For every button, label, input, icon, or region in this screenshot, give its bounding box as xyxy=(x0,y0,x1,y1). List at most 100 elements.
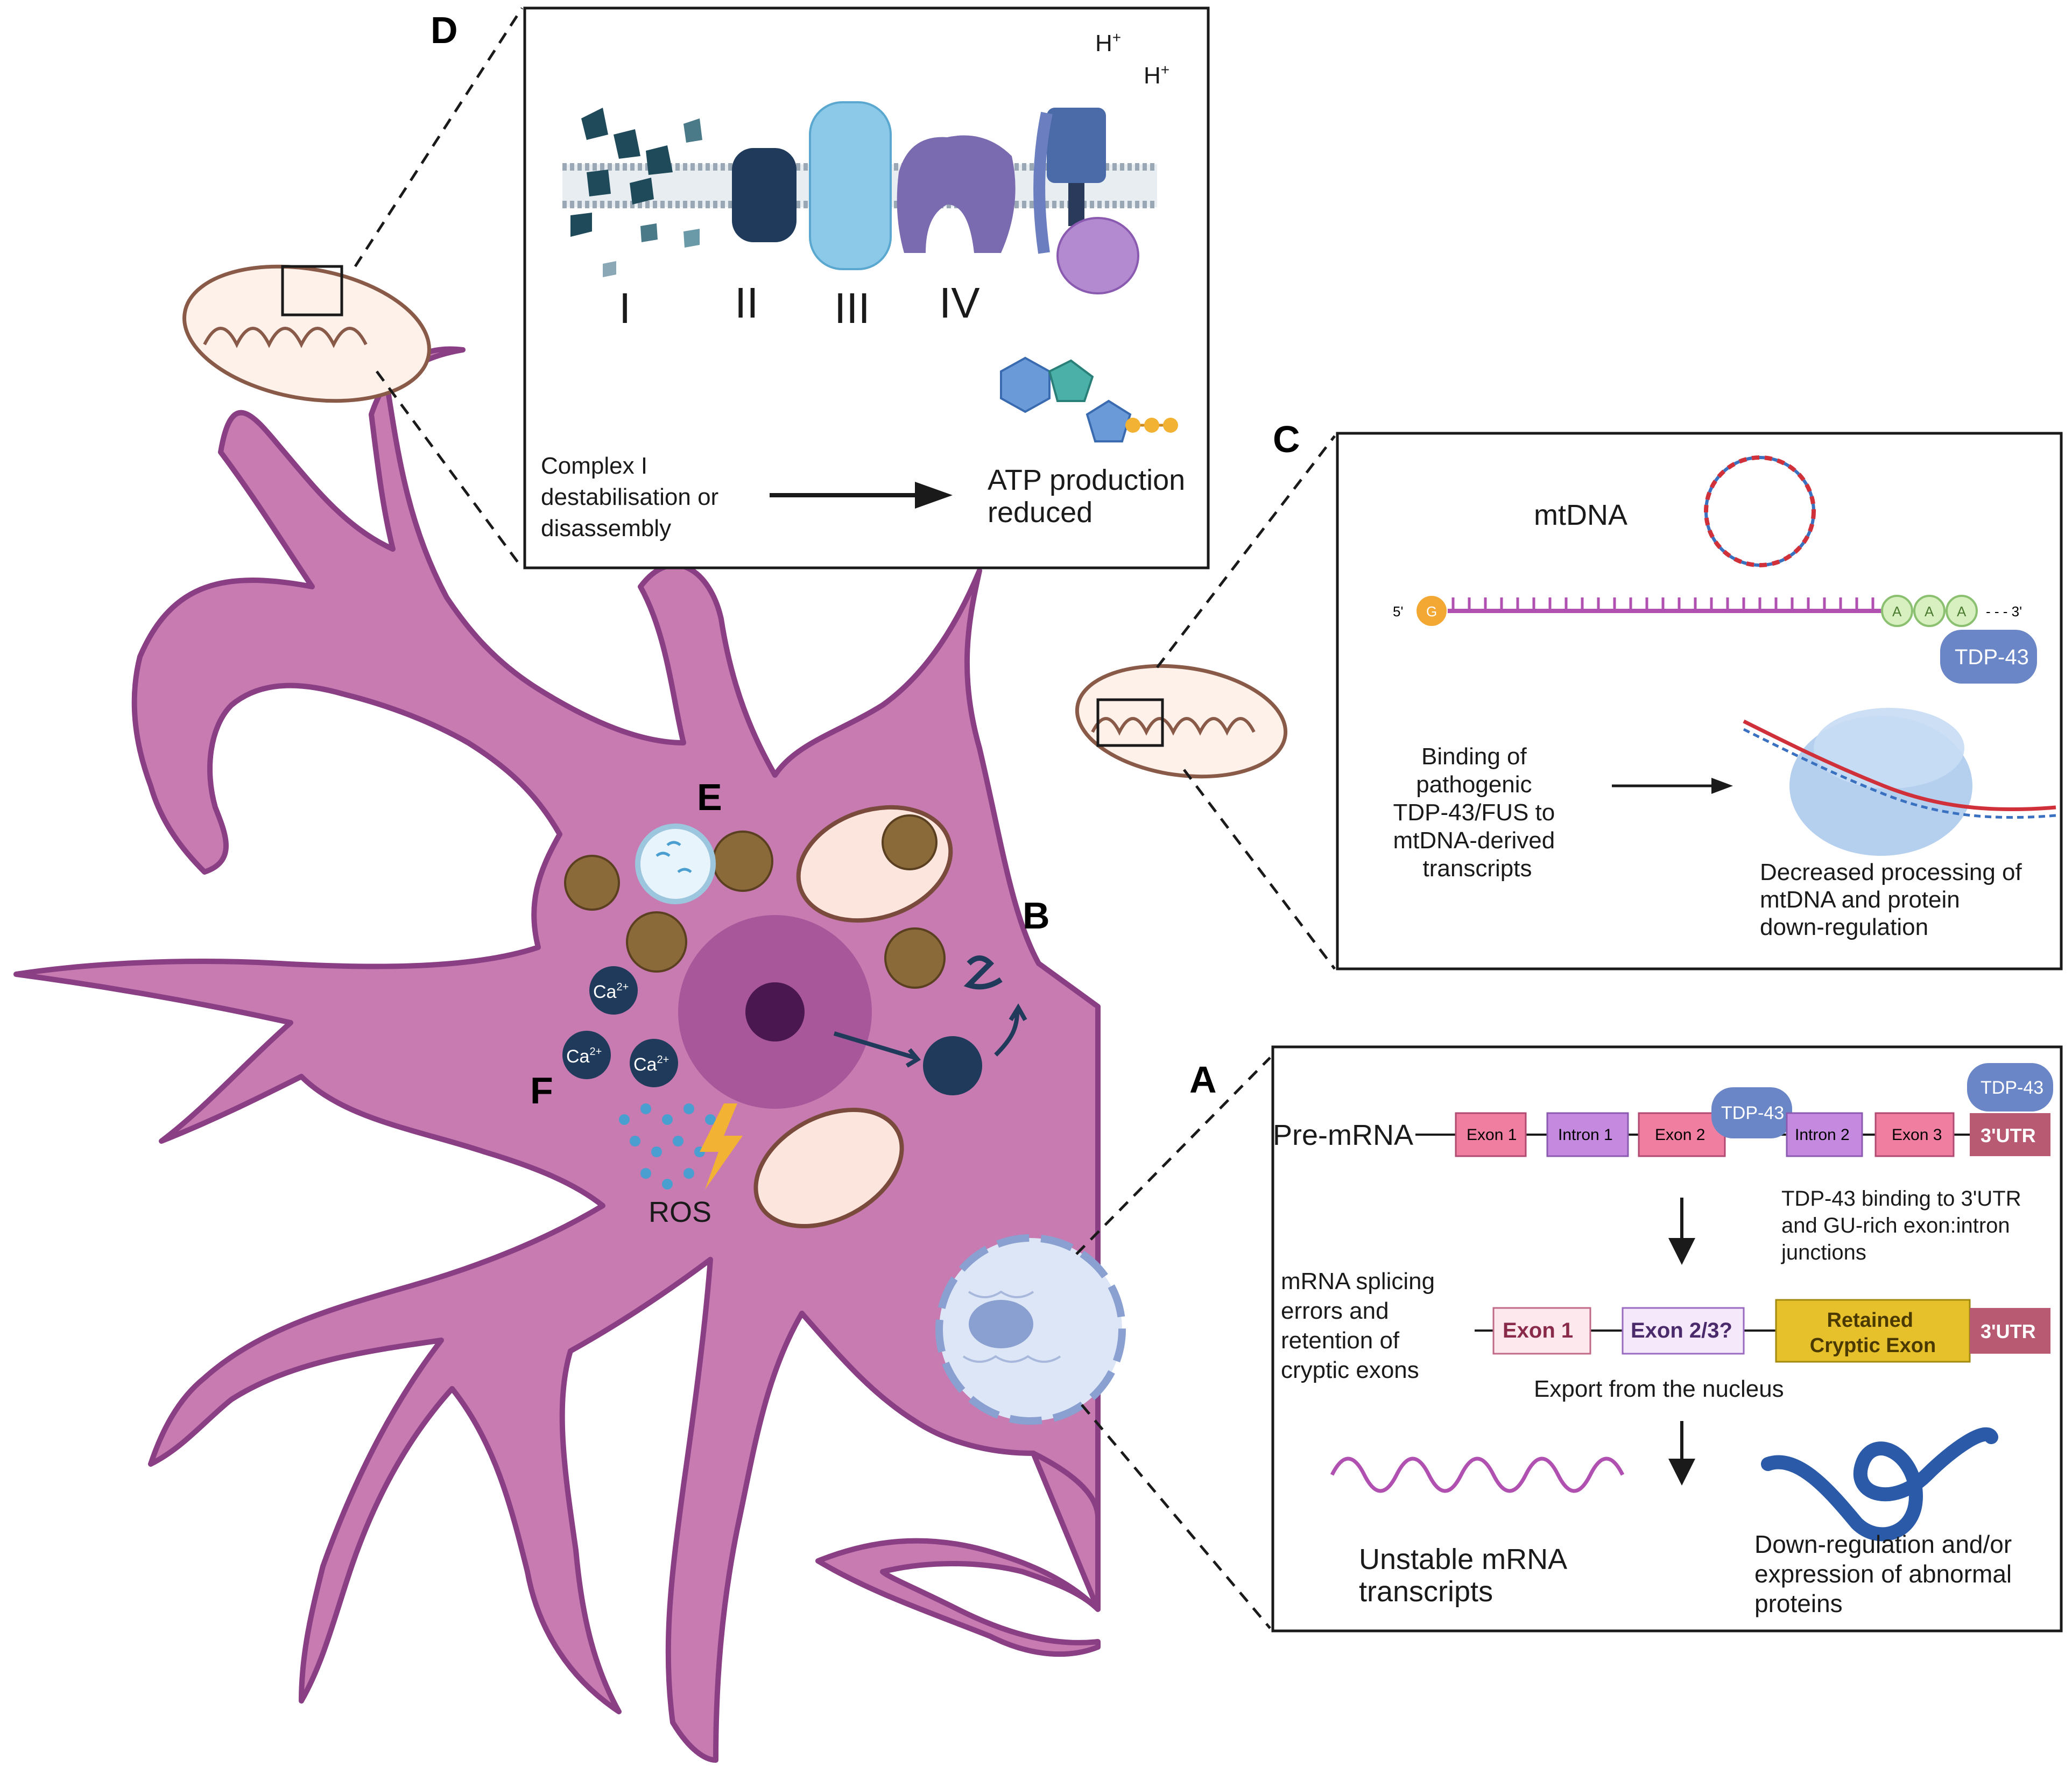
aggregates xyxy=(564,831,946,989)
mrna-ticks xyxy=(1451,597,1874,611)
exon-3 xyxy=(1874,1112,1955,1157)
complex-label-IV: IV xyxy=(939,279,980,327)
vesicle xyxy=(635,824,716,904)
ca-label: Ca2+ xyxy=(566,1046,602,1067)
three-prime-label: - - - 3' xyxy=(1986,603,2022,620)
ros-particles xyxy=(619,1103,716,1190)
nucleolus xyxy=(745,982,805,1042)
zoom-line-C xyxy=(1156,435,1336,669)
svg-text:Exon 3: Exon 3 xyxy=(1892,1126,1942,1144)
panel-letter-A: A xyxy=(1189,1059,1217,1101)
neuron xyxy=(13,346,1101,1763)
polyA-label: A xyxy=(1925,603,1934,620)
abnormal-protein-icon xyxy=(1761,1427,1998,1542)
calcium-ion xyxy=(630,1039,678,1087)
svg-text:Intron 1: Intron 1 xyxy=(1558,1126,1613,1144)
complex-III xyxy=(809,101,892,270)
mtdna-circle-icon xyxy=(1704,455,1816,567)
intron-2 xyxy=(1786,1112,1863,1157)
export-label: Export from the nucleus xyxy=(1534,1376,1784,1402)
complex-I-note: Complex I destabilisation or disassembly xyxy=(541,453,725,541)
protein-aggregate-cluster xyxy=(833,955,1027,1095)
polyA-label: A xyxy=(1892,603,1902,620)
calcium-ions: Ca2+ Ca2+ Ca2+ xyxy=(562,966,678,1087)
panel-letter-B: B xyxy=(1023,895,1050,937)
polyA-bead xyxy=(1881,595,1913,627)
aggregate xyxy=(626,911,687,973)
retained-cryptic-exon xyxy=(1775,1299,1971,1363)
zoom-line-A xyxy=(1081,1404,1271,1629)
aggregate xyxy=(712,831,773,892)
atp-molecule-icon xyxy=(1000,356,1178,442)
mature-exon-23-label: Exon 2/3? xyxy=(1631,1319,1732,1342)
utr-box xyxy=(1970,1113,2050,1156)
calcium-ion xyxy=(589,966,638,1015)
arrow-D-head xyxy=(915,482,953,509)
proton-label: H+ xyxy=(1095,29,1121,57)
mature-utr-label: 3'UTR xyxy=(1981,1320,2036,1342)
atp-synthase xyxy=(1033,108,1139,294)
exon-1 xyxy=(1455,1112,1527,1157)
cap xyxy=(1416,596,1447,626)
polyA-label: A xyxy=(1957,603,1967,620)
polyA-bead xyxy=(1913,595,1946,627)
downreg-note: Down-regulation and/or expression of abn… xyxy=(1754,1530,2019,1617)
polyA-bead xyxy=(1946,595,1978,627)
neuron-body xyxy=(13,346,1101,1763)
panel-letter-D: D xyxy=(431,9,458,51)
cap-label: G xyxy=(1426,603,1437,620)
arrow-C-head xyxy=(1711,778,1733,794)
unstable-mrna-icon xyxy=(1330,1457,1625,1493)
ca-label: Ca2+ xyxy=(633,1054,669,1075)
utr-label: 3'UTR xyxy=(1981,1124,2036,1146)
complex-label-III: III xyxy=(834,284,870,332)
atp-note: ATP production reduced xyxy=(988,464,1193,529)
lightning-icon xyxy=(700,1103,743,1190)
panel-letter-C: C xyxy=(1273,418,1300,460)
ros-label: ROS xyxy=(649,1196,711,1228)
ribosome-complex xyxy=(1743,708,2056,856)
panel-A: Pre-mRNA Exon 1 Intron 1 Exon 2 TDP-43 I… xyxy=(1271,1045,2063,1633)
mito-icon-C xyxy=(1075,664,1288,779)
aggregate xyxy=(564,855,620,911)
tdp43-badge-b xyxy=(1967,1063,2053,1111)
mitochondrion-lower xyxy=(753,1107,904,1229)
panel-D: H+ H+ I II III IV Complex I destabilisat… xyxy=(523,6,1210,569)
cryptic-label: Retained Cryptic Exon xyxy=(1810,1309,1936,1357)
complex-label-I: I xyxy=(619,284,631,332)
svg-text:Intron 2: Intron 2 xyxy=(1795,1126,1850,1144)
svg-text:Exon 2: Exon 2 xyxy=(1655,1126,1705,1144)
mitochondrion-upper xyxy=(796,805,953,923)
zoom-line-A xyxy=(1075,1057,1271,1255)
mtdna-label: mtDNA xyxy=(1534,499,1627,531)
tdp43-label-a: TDP-43 xyxy=(1721,1103,1784,1123)
mature-exon-1 xyxy=(1492,1307,1591,1355)
five-prime-label: 5' xyxy=(1393,603,1403,620)
ca-label: Ca2+ xyxy=(593,981,629,1002)
tdp43-badge-C xyxy=(1940,630,2037,684)
splicing-note: mRNA splicing errors and retention of cr… xyxy=(1281,1268,1441,1383)
neuron-branch-lower-right xyxy=(815,1451,1101,1657)
proton-label: H+ xyxy=(1144,61,1169,89)
mito-icon-D xyxy=(182,264,431,403)
complex-I-fragments xyxy=(570,108,702,277)
panel-letter-E: E xyxy=(697,776,722,818)
svg-text:Exon 1: Exon 1 xyxy=(1467,1126,1517,1144)
aggregate xyxy=(884,927,946,989)
complex-II xyxy=(732,148,797,242)
panel-C: mtDNA 5' G A A A - - - 3' TDP-43 Binding… xyxy=(1336,432,2063,970)
panel-C-frame xyxy=(1336,432,2063,970)
arrow-A-1-head xyxy=(1668,1238,1695,1265)
binding-note: Binding of pathogenic TDP-43/FUS to mtDN… xyxy=(1393,743,1562,882)
pre-mrna-label: Pre-mRNA xyxy=(1273,1119,1413,1151)
exon-2 xyxy=(1638,1112,1726,1157)
tdp43-badge-a xyxy=(1711,1087,1792,1138)
mature-utr-box xyxy=(1970,1308,2050,1354)
complex-IV xyxy=(897,135,1016,253)
mature-exon-1-label: Exon 1 xyxy=(1503,1319,1573,1342)
decreased-note: Decreased processing of mtDNA and protei… xyxy=(1760,859,2028,940)
intron-1 xyxy=(1546,1112,1629,1157)
mature-exon-23 xyxy=(1622,1307,1745,1355)
tdp43-label-C: TDP-43 xyxy=(1955,645,2029,669)
